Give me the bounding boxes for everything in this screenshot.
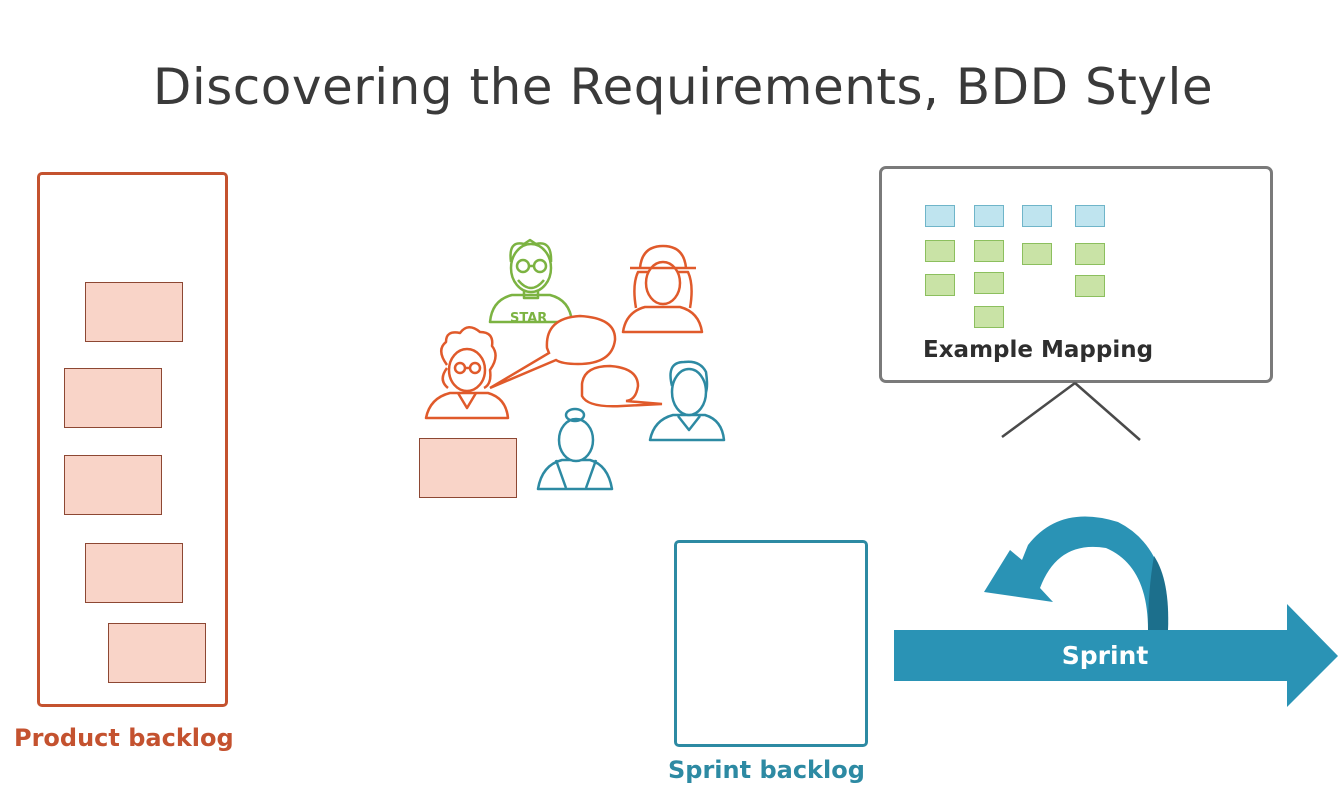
person-green-icon: STAR [488,238,574,326]
backlog-card [85,282,183,342]
person-man-icon [648,360,726,442]
board-stand [1001,381,1141,441]
example-sticky [974,306,1004,328]
product-backlog-label: Product backlog [14,724,234,752]
slide-title: Discovering the Requirements, BDD Style [152,58,1214,116]
speech-bubble-icon [489,314,617,390]
example-sticky [925,240,955,262]
person-bun-icon [536,407,614,491]
sprint-arrow-label: Sprint [1061,641,1149,670]
backlog-card [85,543,183,603]
example-sticky [1022,243,1052,265]
rule-sticky [1075,205,1105,227]
product-backlog-column [37,172,228,707]
person-hat-icon [621,244,704,334]
rule-sticky [974,205,1004,227]
sprint-arrow-icon [894,604,1338,707]
star-badge-text: STAR [510,311,547,326]
backlog-card [64,368,162,428]
sprint-backlog-label: Sprint backlog [668,756,865,784]
backlog-card [64,455,162,515]
rule-sticky [1022,205,1052,227]
backlog-card [108,623,206,683]
example-sticky [974,240,1004,262]
example-sticky [974,272,1004,294]
example-mapping-label: Example Mapping [923,337,1154,363]
example-sticky [1075,243,1105,265]
example-sticky [1075,275,1105,297]
rule-sticky [925,205,955,227]
example-sticky [925,274,955,296]
person-curly-icon [424,326,510,420]
speech-bubble-icon [580,364,663,408]
discussed-card [419,438,517,498]
loop-arrow-icon [984,516,1169,630]
sprint-backlog-box [674,540,868,747]
example-mapping-board: Example Mapping [879,166,1273,383]
